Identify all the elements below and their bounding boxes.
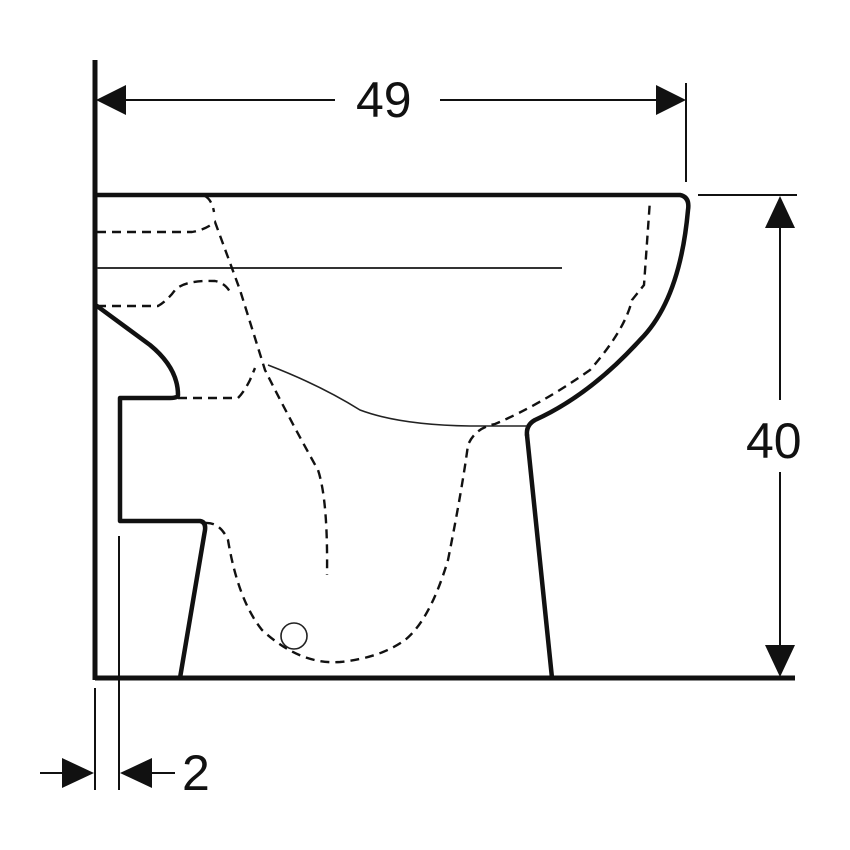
hidden-seat-channel bbox=[97, 279, 232, 308]
hidden-outlet-channel bbox=[178, 367, 257, 400]
pedestal-front bbox=[524, 432, 555, 681]
arrow-left-icon bbox=[120, 758, 152, 788]
arrow-down-icon bbox=[765, 645, 795, 677]
arrow-right-icon bbox=[656, 85, 686, 115]
arrow-left-icon bbox=[96, 85, 126, 115]
hidden-trap bbox=[204, 199, 652, 664]
arrow-up-icon bbox=[765, 196, 795, 228]
outlet-circle bbox=[280, 622, 308, 650]
dimension-wall-gap-label: 2 bbox=[182, 745, 210, 801]
hidden-rim-top bbox=[204, 194, 216, 213]
dimension-width-label: 49 bbox=[352, 75, 416, 125]
rear-outlet-profile bbox=[94, 303, 208, 681]
hidden-rim-channel bbox=[97, 220, 329, 576]
dimension-height-label: 40 bbox=[742, 416, 806, 466]
arrow-right-icon bbox=[62, 758, 94, 788]
bowl-interior-curve bbox=[267, 364, 527, 427]
bowl-rim bbox=[92, 192, 691, 438]
